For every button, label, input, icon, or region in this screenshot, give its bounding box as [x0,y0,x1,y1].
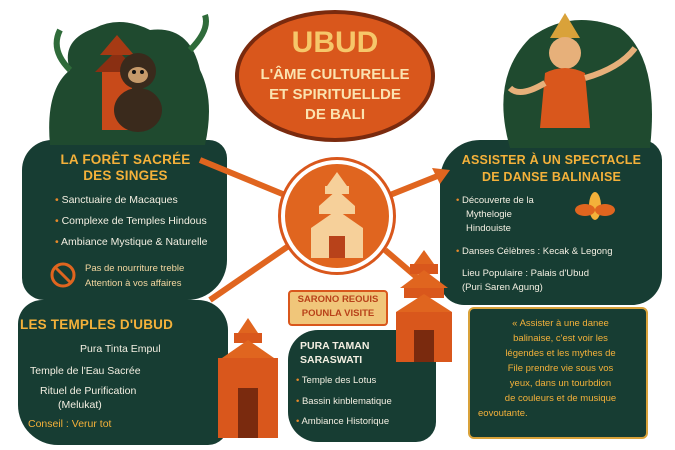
temple-illustration-right [396,250,452,362]
badge-line1: SARONO REOUIS [297,294,379,305]
title-line2: L'ÂME CULTURELLE [260,66,410,83]
forest-heading-line1: LA FORÊT SACRÉE [60,152,191,167]
temples-item-3a: Rituel de Purification [40,385,137,397]
pura-heading-line2: SARASWATI [300,354,363,366]
pura-heading-line1: PURA TAMAN [300,340,370,352]
quote-line-5: yeux, dans un tourbdion [509,378,612,389]
title-line4: DE BALI [305,106,365,123]
temples-heading: LES TEMPLES D'UBUD [20,317,174,332]
badge-line2: POUNLA VISITE [301,308,375,319]
dress-code-badge [288,290,388,326]
temples-panel [18,300,228,445]
dance-heading-line2: DE DANSE BALINAISE [481,170,622,184]
dance-item-3b: (Puri Saren Agung) [462,282,543,293]
temples-item-2: Temple de l'Eau Sacrée [30,365,141,377]
pura-item-2: Bassin kinblematique [296,396,436,407]
quote-line-3: légendes et les mythes de [505,348,616,359]
temples-item-3b: (Melukat) [58,399,102,411]
quote-line-1: « Assister à une danee [512,318,609,329]
forest-warning-line2: Attention à vos affaires [85,278,182,289]
forest-item-1: Sanctuaire de Macaques [55,194,225,207]
forest-warning-line1: Pas de nourriture treble [85,263,185,274]
quote-line-6: de couleurs et de musique [504,393,617,404]
lotus-icon [575,192,615,220]
dance-item-1a: Découverte de la [456,195,576,206]
title-badge [235,10,435,142]
dancer-icon [503,13,652,148]
forest-item-3: Ambiance Mystique & Naturelle [55,236,230,249]
temple-icon [311,172,363,258]
temples-tip: Conseil : Verur tot [28,418,112,430]
dance-item-1c: Hindouiste [466,223,511,234]
title-line3: ET SPIRITUELLDE [269,86,401,103]
dance-item-1b: Mythelogie [466,209,512,220]
quote-line-4: File prendre vie sous vos [507,363,614,374]
temples-item-1: Pura Tinta Empul [80,343,161,355]
dance-panel [440,140,662,305]
quote-line-2: balinaise, c'est voir les [513,333,608,344]
title-main: UBUD [291,26,379,59]
temple-illustration-left [218,318,278,438]
pura-item-3: Ambiance Historique [296,416,436,427]
forest-heading-line2: DES SINGES [83,168,168,183]
forest-item-2: Complexe de Temples Hindous [55,215,225,228]
dance-heading-line1: ASSISTER À UN SPECTACLE [461,153,642,167]
pura-item-1: Temple des Lotus [296,375,436,386]
monkey-icon [114,53,162,132]
dance-item-2: Danses Célèbres : Kecak & Legong [456,246,661,257]
quote-line-7: eovoutante. [478,408,528,419]
quote-box [468,307,648,439]
no-food-icon [50,262,76,288]
dance-item-3a: Lieu Populaire : Palais d'Ubud [462,268,589,279]
